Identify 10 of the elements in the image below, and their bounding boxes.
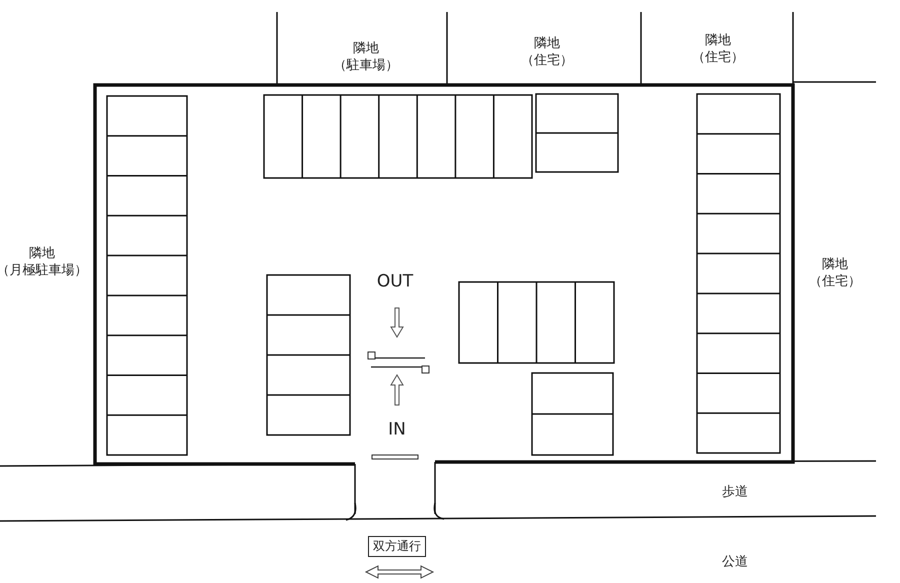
neighbor-lot-label: 隣地（駐車場） <box>334 40 398 74</box>
sign-box: 双方通行 <box>368 536 426 557</box>
neighbor-lot-label: 隣地（住宅） <box>521 35 573 69</box>
neighbor-lot-label: 隣地（住宅） <box>692 32 744 66</box>
direction-label: OUT <box>376 274 414 290</box>
road-label: 歩道 <box>722 484 748 500</box>
direction-label: IN <box>388 422 406 438</box>
road-label: 公道 <box>722 554 748 570</box>
neighbor-lot-label: 隣地（月極駐車場） <box>0 245 88 279</box>
neighbor-lot-label: 隣地（住宅） <box>809 256 861 290</box>
